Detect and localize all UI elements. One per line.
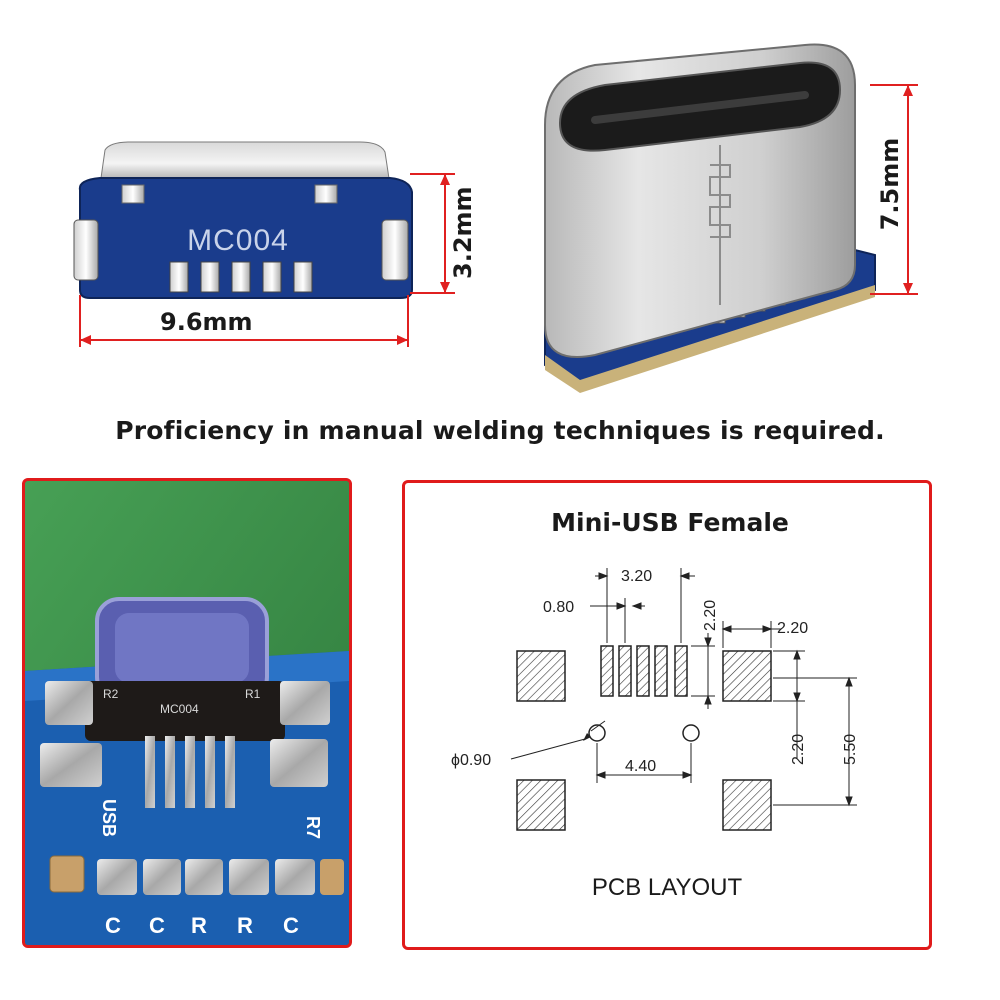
connector-front-illustration: MC004 [73, 141, 413, 299]
dim-overall-height: 5.50 [842, 734, 859, 765]
pad-top-left [516, 650, 566, 702]
width-dimension [75, 295, 415, 355]
height-dimension-side [870, 80, 920, 300]
signal-pad-4 [654, 645, 668, 697]
signal-pad-5 [674, 645, 688, 697]
dim-pad-height: 2.20 [702, 600, 719, 631]
signal-pad-3 [636, 645, 650, 697]
silk-chip: MC004 [160, 702, 199, 716]
silk-bottom-2: R [191, 913, 207, 938]
height-label-side: 7.5mm [876, 137, 904, 231]
chip-marking: MC004 [187, 224, 289, 257]
silk-bottom-1: C [149, 913, 165, 938]
signal-pad-1 [600, 645, 614, 697]
silk-bottom-0: C [105, 913, 121, 938]
connector-front-view: MC004 [60, 130, 480, 360]
silk-r1: R1 [245, 687, 261, 701]
silk-r7: R7 [303, 816, 323, 839]
silk-bottom-3: R [237, 913, 253, 938]
pad-bottom-left [516, 779, 566, 831]
width-label: 9.6mm [160, 308, 253, 336]
connector-perspective-view [535, 35, 885, 395]
mount-hole-left [588, 724, 606, 742]
signal-pad-2 [618, 645, 632, 697]
board-photo-frame: R2 R1 MC004 USB R7 C C [22, 478, 352, 948]
board-photo-illustration: R2 R1 MC004 USB R7 C C [25, 481, 349, 945]
welding-caption: Proficiency in manual welding techniques… [115, 416, 885, 445]
mount-hole-right [682, 724, 700, 742]
silk-bottom-4: C [283, 913, 299, 938]
silk-usb: USB [99, 799, 119, 837]
layout-footer: PCB LAYOUT [592, 874, 743, 901]
pad-bottom-right [722, 779, 772, 831]
dim-hole-spacing: 4.40 [625, 758, 656, 775]
dim-side-pad-offset: 2.20 [790, 734, 807, 765]
pad-top-right [722, 650, 772, 702]
dim-pad-width: 0.80 [543, 599, 574, 616]
silk-r2: R2 [103, 687, 119, 701]
pcb-layout-drawing: Mini-USB Female 3.20 [451, 508, 859, 901]
dim-pitch-total: 3.20 [621, 568, 652, 585]
connector-perspective-illustration [544, 43, 876, 393]
dim-side-pad-width: 2.20 [777, 620, 808, 637]
pcb-layout-frame: Mini-USB Female 3.20 [402, 480, 932, 950]
layout-title: Mini-USB Female [551, 508, 789, 537]
height-label-front: 3.2mm [449, 186, 477, 279]
height-dimension-front [410, 170, 460, 298]
dim-hole-diameter: ϕ0.90 [451, 752, 491, 769]
